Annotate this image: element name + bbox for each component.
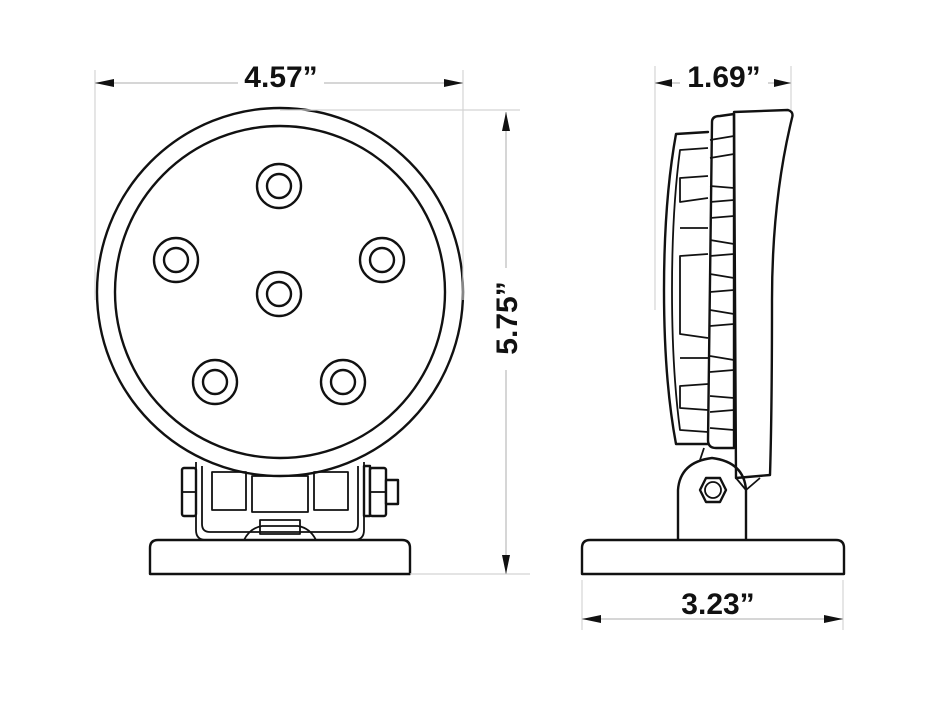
dimension-height-front: 5.75” <box>410 112 530 575</box>
fin-lines <box>709 135 735 431</box>
led-top <box>255 162 303 210</box>
dimension-width-front: 4.57” <box>94 61 520 300</box>
arrow-left-icon <box>95 79 114 87</box>
arrow-left-icon <box>655 79 672 87</box>
front-view <box>95 106 465 576</box>
side-pedestal-base <box>580 538 846 576</box>
arrow-left-icon <box>582 615 601 623</box>
side-view <box>580 108 846 576</box>
led-bottom-right <box>319 358 367 406</box>
led-left <box>152 236 200 284</box>
arrow-up-icon <box>502 112 510 131</box>
pivot-mount <box>676 447 761 542</box>
led-array <box>152 162 406 406</box>
pivot-nut-icon <box>698 476 728 504</box>
arrow-right-icon <box>444 79 463 87</box>
height-label: 5.75” <box>491 281 524 354</box>
led-right <box>358 236 406 284</box>
led-bottom-left <box>191 358 239 406</box>
depth-label: 1.69” <box>687 61 760 94</box>
rear-housing <box>732 108 794 480</box>
arrow-down-icon <box>502 555 510 574</box>
dimension-base-side: 3.23” <box>581 580 844 630</box>
mounting-bracket <box>195 462 365 541</box>
dimension-depth-side: 1.69” <box>654 61 792 310</box>
led-center <box>255 270 303 318</box>
arrow-right-icon <box>774 79 791 87</box>
bracket-bolt-left <box>180 466 198 518</box>
bracket-bolt-right <box>362 464 400 518</box>
arrow-right-icon <box>824 615 843 623</box>
front-lens <box>662 130 710 446</box>
base-label: 3.23” <box>681 588 754 621</box>
housing-inner-rim <box>113 124 447 460</box>
width-label: 4.57” <box>244 61 317 94</box>
pedestal-base <box>148 538 412 576</box>
